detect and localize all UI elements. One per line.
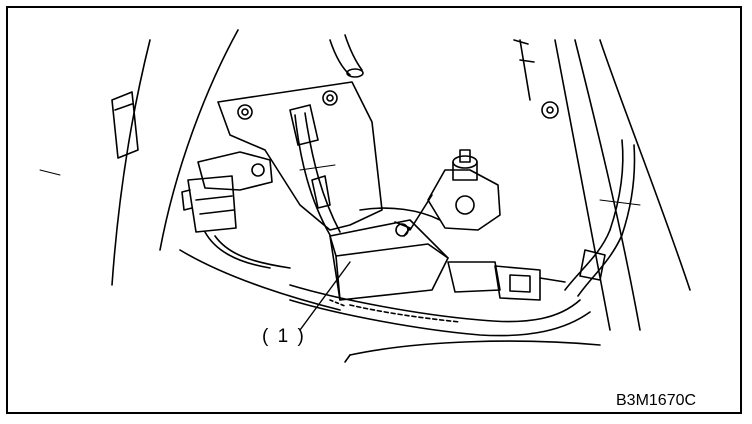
actuator-assembly xyxy=(410,150,500,230)
vacuum-hose xyxy=(295,113,440,235)
illustration-frame xyxy=(6,6,742,414)
callout-leader-line xyxy=(300,262,350,330)
top-pipe xyxy=(330,35,363,77)
control-module xyxy=(330,220,448,300)
left-body-panel xyxy=(40,30,340,310)
callout-label: ( 1 ) xyxy=(262,326,306,347)
harness-connector xyxy=(448,262,565,300)
right-body-panel xyxy=(514,40,690,330)
lower-body-edge xyxy=(345,341,600,362)
left-sensor-assembly xyxy=(182,152,290,268)
wiring-harness xyxy=(290,140,640,336)
mounting-bracket xyxy=(218,82,382,230)
figure-code: B3M1670C xyxy=(616,392,697,409)
